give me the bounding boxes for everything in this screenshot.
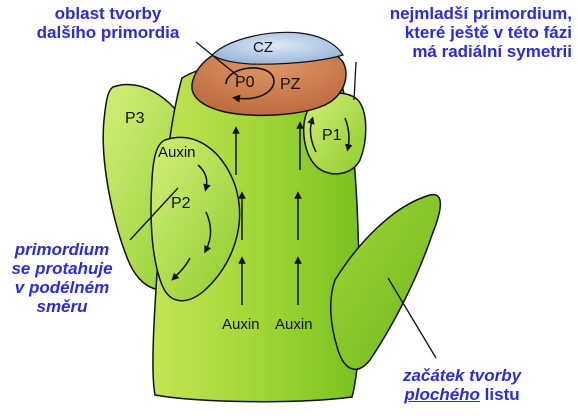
p1-arrow-right: [344, 117, 353, 152]
label-p2: P2: [171, 195, 191, 212]
annotation-line: plochého listu: [382, 385, 542, 404]
annotation-flat-leaf-start: začátek tvorby plochého listu: [382, 366, 542, 404]
label-p1: P1: [322, 127, 342, 144]
annotation-line: primordium: [14, 240, 110, 259]
pointer-top-left: [195, 41, 239, 77]
annotation-line: se protahuje: [11, 259, 113, 278]
label-cz: CZ: [253, 39, 273, 56]
p1-primordium: [302, 92, 367, 175]
label-p3: P3: [125, 110, 145, 127]
label-auxin-stem-right: Auxin: [275, 316, 313, 333]
flat-leaf: [329, 194, 442, 370]
annotation-underlined-word: plochého: [404, 385, 480, 404]
pointer-top-right: [353, 61, 357, 101]
annotation-line: které ještě v této fázi: [404, 23, 572, 42]
label-auxin-stem-left: Auxin: [222, 316, 260, 333]
label-p0: P0: [235, 74, 255, 91]
pointer-bottom-right: [387, 277, 437, 359]
annotation-line: směru: [36, 297, 88, 316]
p2-arrow-right: [204, 211, 212, 254]
label-pz: PZ: [280, 76, 301, 93]
pointer-left: [129, 187, 179, 241]
p1-arrow-left: [307, 116, 317, 153]
annotation-line: nejmladší primordium,: [389, 4, 572, 23]
central-zone: [211, 31, 344, 65]
annotation-line: má radiální symetrii: [412, 42, 572, 61]
p2-arrow-top: [197, 164, 211, 192]
annotation-line: oblast tvorby: [54, 4, 162, 23]
annotation-line: začátek tvorby: [402, 366, 522, 385]
annotation-line: v podélném: [14, 278, 110, 297]
p2-arrow-bottom: [171, 257, 191, 281]
annotation-next-primordium-area: oblast tvorby dalšího primordia: [28, 4, 188, 42]
p2-primordium: [150, 136, 241, 302]
label-auxin-p2: Auxin: [158, 144, 196, 161]
annotation-youngest-primordium: nejmladší primordium, které ještě v této…: [390, 4, 572, 61]
annotation-line: dalšího primordia: [36, 23, 180, 42]
annotation-word: listu: [484, 385, 520, 404]
annotation-elongating-primordium: primordium se protahuje v podélném směru: [6, 240, 118, 316]
